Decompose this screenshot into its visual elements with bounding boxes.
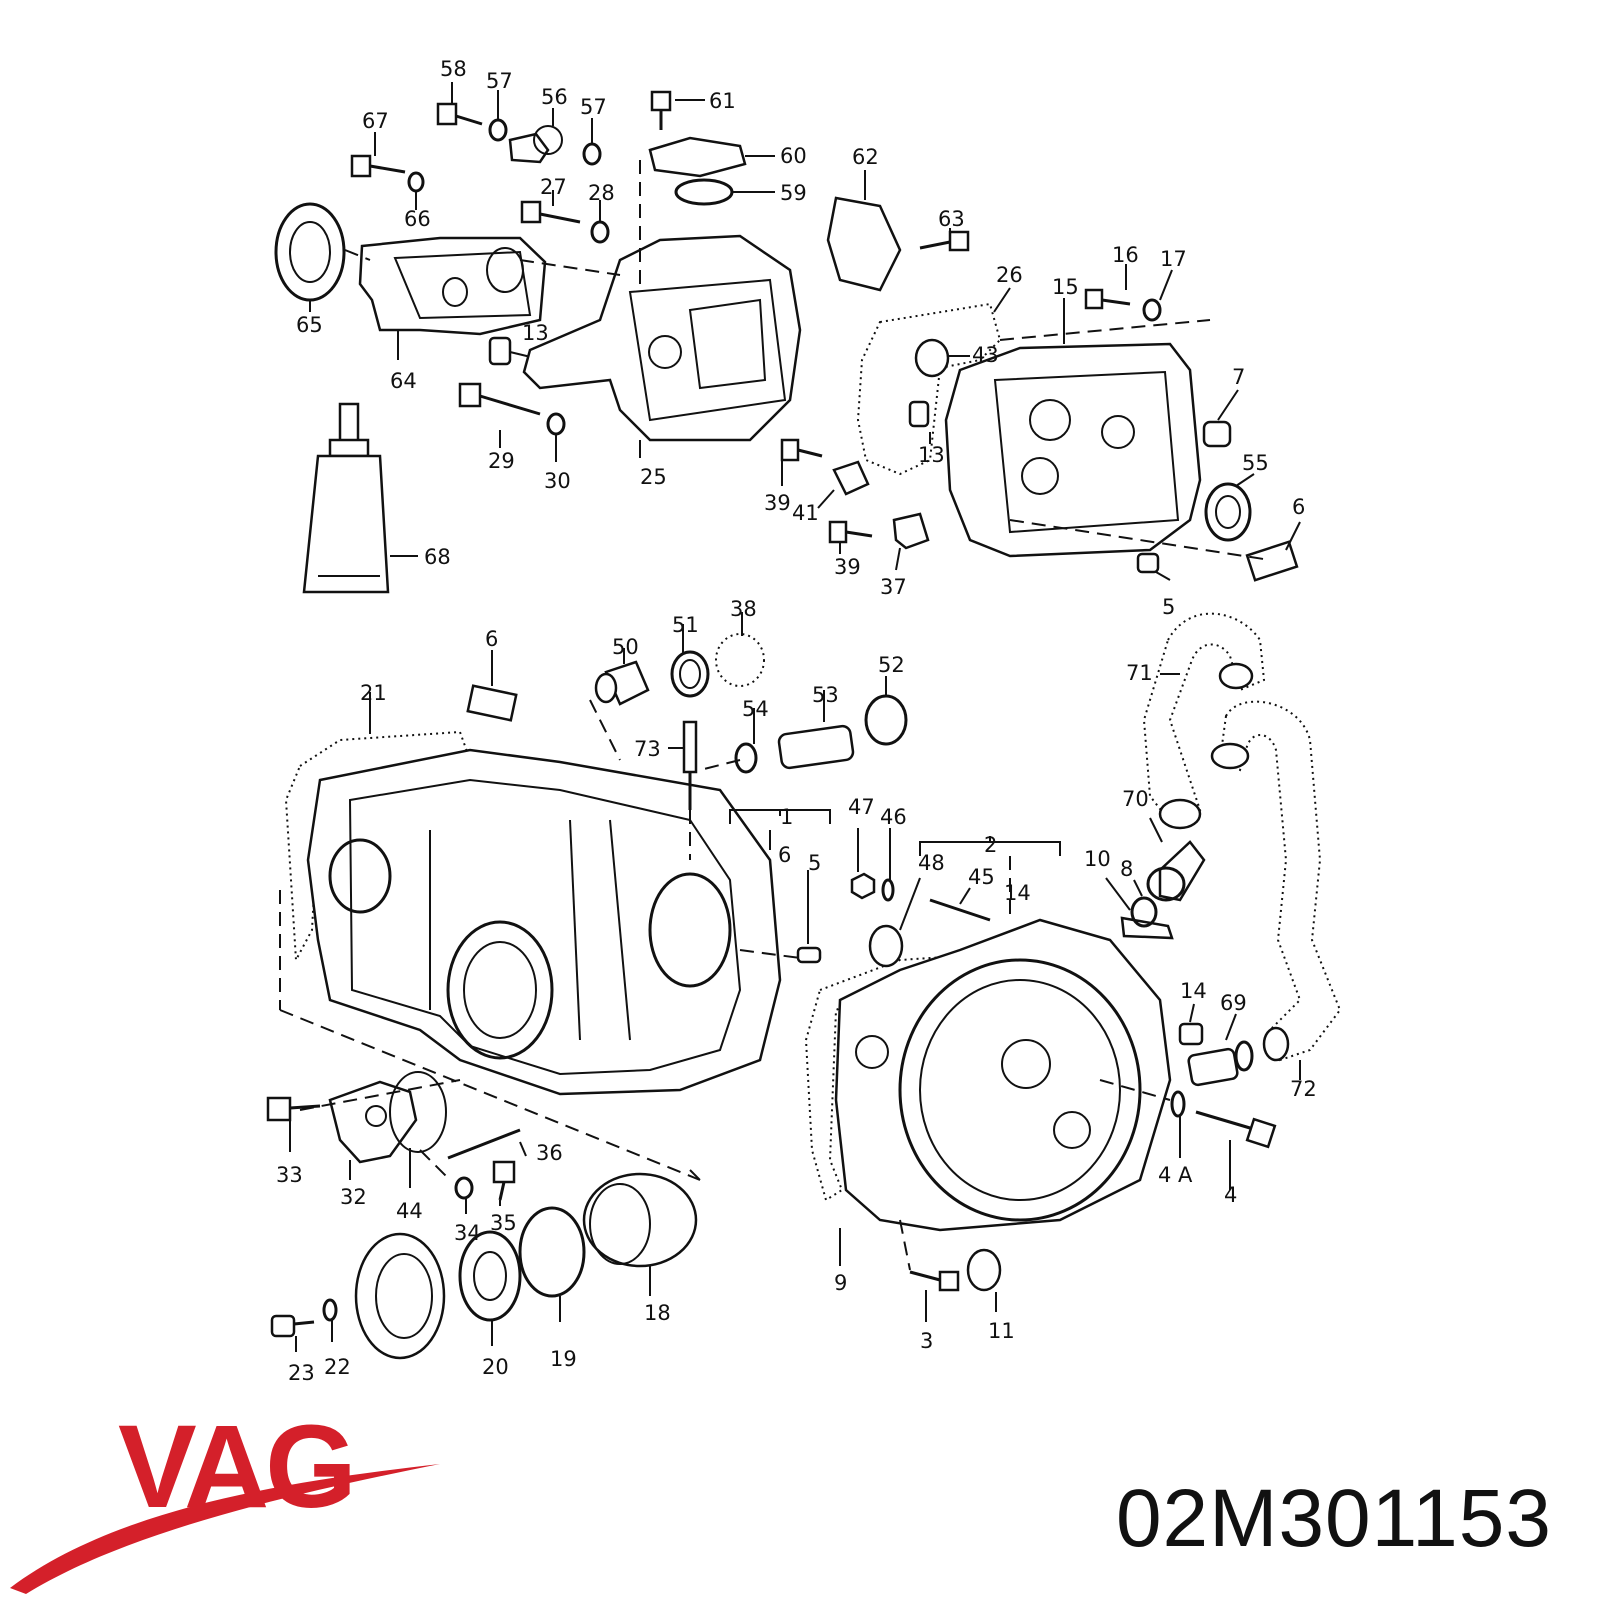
callout-50: 50 [612, 635, 639, 659]
callout-58: 58 [440, 57, 467, 81]
callout-63: 63 [938, 207, 965, 231]
callout-65: 65 [296, 313, 323, 337]
sealant-tube [302, 402, 418, 594]
callout-14: 14 [1180, 979, 1207, 1003]
callout-67: 67 [362, 109, 389, 133]
callout-54: 54 [742, 697, 769, 721]
callout-48: 48 [918, 851, 945, 875]
callout-15: 15 [1052, 275, 1079, 299]
callout-17: 17 [1160, 247, 1187, 271]
callout-14: 14 [1004, 881, 1031, 905]
hose-group [1142, 612, 1342, 1080]
callout-2: 2 [984, 833, 997, 857]
callout-23: 23 [288, 1361, 315, 1385]
callout-29: 29 [488, 449, 515, 473]
callout-43: 43 [972, 343, 999, 367]
callout-69: 69 [1220, 991, 1247, 1015]
selector-cover-group [266, 1071, 701, 1360]
callout-20: 20 [482, 1355, 509, 1379]
callout-45: 45 [968, 865, 995, 889]
callout-61: 61 [709, 89, 736, 113]
callout-73: 73 [634, 737, 661, 761]
callout-68: 68 [424, 545, 451, 569]
callout-16: 16 [1112, 243, 1139, 267]
callout-7: 7 [1232, 365, 1245, 389]
part-number: 02M301153 [1115, 1473, 1552, 1564]
gearbox-cover-group [436, 82, 802, 458]
main-case-group [279, 612, 908, 1181]
callout-64: 64 [390, 369, 417, 393]
callout-11: 11 [988, 1319, 1015, 1343]
callout-38: 38 [730, 597, 757, 621]
callout-57: 57 [486, 69, 513, 93]
callout-56: 56 [541, 85, 568, 109]
callout-27: 27 [540, 175, 567, 199]
callout-3: 3 [920, 1329, 933, 1353]
callout-39: 39 [834, 555, 861, 579]
callout-9: 9 [834, 1271, 847, 1295]
callout-70: 70 [1122, 787, 1149, 811]
callout-6: 6 [778, 843, 791, 867]
gear-housing-group [780, 170, 1301, 582]
callout-46: 46 [880, 805, 907, 829]
callout-13: 13 [522, 321, 549, 345]
callout-53: 53 [812, 683, 839, 707]
callout-41: 41 [792, 501, 819, 525]
callout-4A: 4 A [1158, 1163, 1193, 1187]
callout-4: 4 [1224, 1183, 1237, 1207]
callout-34: 34 [454, 1221, 481, 1245]
callout-37: 37 [880, 575, 907, 599]
brand-logo: VAG [118, 1401, 357, 1533]
bell-housing-group [804, 817, 1277, 1322]
callout-72: 72 [1290, 1077, 1317, 1101]
callout-labels: 58 57 56 57 61 67 60 62 27 28 59 66 63 2… [276, 57, 1317, 1385]
callout-26: 26 [996, 263, 1023, 287]
callout-60: 60 [780, 144, 807, 168]
callout-59: 59 [780, 181, 807, 205]
callout-13: 13 [918, 443, 945, 467]
callout-8: 8 [1120, 857, 1133, 881]
callout-57: 57 [580, 95, 607, 119]
callout-32: 32 [340, 1185, 367, 1209]
callout-1: 1 [780, 805, 793, 829]
callout-25: 25 [640, 465, 667, 489]
callout-66: 66 [404, 207, 431, 231]
callout-36: 36 [536, 1141, 563, 1165]
extension-housing-group [274, 132, 566, 462]
callout-62: 62 [852, 145, 879, 169]
callout-52: 52 [878, 653, 905, 677]
callout-5: 5 [1162, 595, 1175, 619]
callout-44: 44 [396, 1199, 423, 1223]
callout-10: 10 [1084, 847, 1111, 871]
callout-47: 47 [848, 795, 875, 819]
callout-30: 30 [544, 469, 571, 493]
callout-5: 5 [808, 851, 821, 875]
callout-21: 21 [360, 681, 387, 705]
callout-6: 6 [1292, 495, 1305, 519]
callout-33: 33 [276, 1163, 303, 1187]
callout-28: 28 [588, 181, 615, 205]
callout-18: 18 [644, 1301, 671, 1325]
callout-39: 39 [764, 491, 791, 515]
callout-19: 19 [550, 1347, 577, 1371]
callout-35: 35 [490, 1211, 517, 1235]
callout-55: 55 [1242, 451, 1269, 475]
callout-51: 51 [672, 613, 699, 637]
callout-71: 71 [1126, 661, 1153, 685]
callout-6: 6 [485, 627, 498, 651]
callout-22: 22 [324, 1355, 351, 1379]
